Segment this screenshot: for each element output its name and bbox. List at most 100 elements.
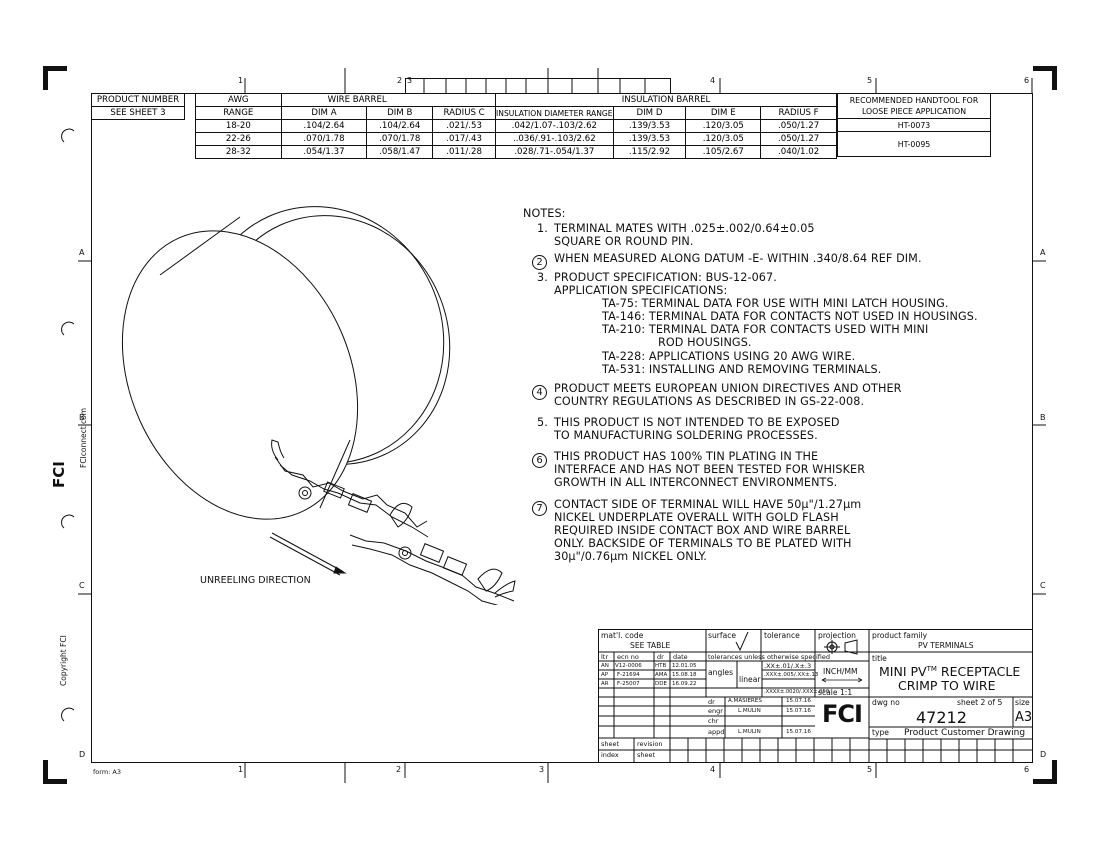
tolerance-xx: .XX±.01/.X±.3 [764,662,812,670]
note-3-line-1: PRODUCT SPECIFICATION: BUS-12-067. [554,271,777,284]
note-5-line-1: THIS PRODUCT IS NOT INTENDED TO BE EXPOS… [554,416,840,429]
sheet-index-label-2: index [601,751,619,759]
note-2-line-1: WHEN MEASURED ALONG DATUM -E- WITHIN .34… [554,252,922,265]
note-3-ta228: TA-228: APPLICATIONS USING 20 AWG WIRE. [602,350,856,363]
zone-row-d-right: D [1040,750,1047,759]
handtool-value: HT-0095 [837,131,991,157]
product-family-value: PV TERMINALS [918,641,974,650]
dwg-no-label: dwg no [872,698,900,707]
type-label: type [872,728,889,737]
units-label: INCH/MM [823,667,858,676]
scale-label: scale 1:1 [818,688,853,697]
note-7-line-4: ONLY. BACKSIDE OF TERMINALS TO BE PLATED… [554,537,852,550]
zone-col-6-bottom: 6 [1024,765,1030,774]
rev-ltr: AN [601,663,609,669]
note-6-line-2: INTERFACE AND HAS NOT BEEN TESTED FOR WH… [554,463,866,476]
rev-dr: HTB [655,663,667,669]
note-4-line-2: COUNTRY REGULATIONS AS DESCRIBED IN GS-2… [554,395,865,408]
zone-row-c-left: C [79,581,85,590]
projection-icon [824,639,858,655]
revision-sheet-label-1: revision [637,740,663,748]
table-row: 18-20 .104/2.64 .104/2.64 .021/.53 .042/… [195,119,837,133]
note-7-line-2: NICKEL UNDERPLATE OVERALL WITH GOLD FLAS… [554,511,839,524]
note-3-ta531: TA-531: INSTALLING AND REMOVING TERMINAL… [602,363,882,376]
sign-date: 15.07.16 [786,708,811,714]
rev-date: 15.08.18 [672,672,697,678]
rev-date: 12.01.05 [672,663,697,669]
zone-col-5-bottom: 5 [867,765,873,774]
sign-name: L.MULIN [738,729,761,735]
note-7-line-5: 30µ"/0.76µm NICKEL ONLY. [554,550,707,563]
note-3-ta146: TA-146: TERMINAL DATA FOR CONTACTS NOT U… [602,310,978,323]
drawing-title-line-2: CRIMP TO WIRE [898,678,996,693]
product-number-value: SEE SHEET 3 [91,106,185,120]
type-value: Product Customer Drawing [904,728,1026,738]
note-7-line-1: CONTACT SIDE OF TERMINAL WILL HAVE 50µ"/… [554,498,862,511]
matl-code-value: SEE TABLE [630,641,671,650]
note-2-number: 2 [532,252,547,270]
sheet-index-label-1: sheet [601,740,620,748]
sign-role: dr [708,698,715,706]
note-1-line-2: SQUARE OR ROUND PIN. [554,235,694,248]
zone-row-a-left: A [79,248,85,257]
trademark-mark: TM [926,665,937,673]
zone-col-2-top: 2 [397,76,403,85]
zone-col-6-top: 6 [1024,76,1030,85]
note-4-line-1: PRODUCT MEETS EUROPEAN UNION DIRECTIVES … [554,382,902,395]
drawing-title-part-a: MINI PV [879,664,927,680]
rev-header-dr: dr [657,653,664,661]
sign-role: engr [708,707,723,715]
note-2-circle: 2 [532,255,547,270]
dwg-no-value: 47212 [916,708,967,727]
zone-col-4-top: 4 [710,76,716,85]
zone-row-b-left: B [79,413,85,422]
note-4-circle: 4 [532,385,547,400]
zone-col-1-top: 1 [238,76,244,85]
cell-dim-d: .115/2.92 [612,145,687,159]
zone-col-3-bottom: 3 [539,765,545,774]
zone-row-d-left: D [79,750,86,759]
note-4-number: 4 [532,382,547,400]
note-3-number: 3. [537,271,548,284]
rev-header-date: date [673,653,688,661]
projection-label: projection [818,631,856,640]
unreeling-direction-label: UNREELING DIRECTION [200,575,311,586]
rev-dr: AMA [655,672,668,678]
matl-code-label: mat'l. code [601,631,644,640]
cell-radius-c: .011/.28 [432,145,497,159]
note-6-line-3: GROWTH IN ALL INTERCONNECT ENVIRONMENTS. [554,476,838,489]
angles-label: angles [708,668,734,677]
sign-role: appd [708,728,725,736]
note-3-ta210-line-1: TA-210: TERMINAL DATA FOR CONTACTS USED … [602,323,929,336]
cell-insulation-range: .028/.71-.054/1.37 [495,145,614,159]
note-7-line-3: REQUIRED INSIDE CONTACT BOX AND WIRE BAR… [554,524,851,537]
note-3-line-2: APPLICATION SPECIFICATIONS: [554,284,728,297]
note-3-ta75: TA-75: TERMINAL DATA FOR USE WITH MINI L… [602,297,949,310]
note-7-circle: 7 [532,501,547,516]
note-1-number: 1. [537,222,548,235]
rev-header-ltr: ltr [601,653,609,661]
product-number-table: PRODUCT NUMBER SEE SHEET 3 [91,93,185,120]
tolerance-xxx: .XXX±.005/.XX±.13 [764,672,819,678]
rev-ltr: AR [601,681,609,687]
note-1-line-1: TERMINAL MATES WITH .025±.002/0.64±0.05 [554,222,815,235]
zone-col-1-bottom: 1 [238,765,244,774]
zone-col-5-top: 5 [867,76,873,85]
sheet-of-label: sheet 2 of 5 [957,698,1003,707]
note-5-number: 5. [537,416,548,429]
zone-col-3-top: 3 [407,76,413,85]
note-6-number: 6 [532,450,547,468]
note-6-line-1: THIS PRODUCT HAS 100% TIN PLATING IN THE [554,450,819,463]
sign-date: 15.07.16 [786,729,811,735]
rev-ecn: F-25007 [617,681,640,687]
cell-radius-f: .040/1.02 [760,145,837,159]
note-6-circle: 6 [532,453,547,468]
note-5-line-2: TO MANUFACTURING SOLDERING PROCESSES. [554,429,818,442]
zone-col-4-bottom: 4 [710,765,716,774]
handtool-header-line2: LOOSE PIECE APPLICATION [861,107,967,116]
form-size-label: form: A3 [93,768,121,776]
rev-ecn: F-21694 [617,672,640,678]
product-family-label: product family [872,631,928,640]
surface-label: surface [708,631,737,640]
handtool-header-line1: RECOMMENDED HANDTOOL FOR [849,96,979,105]
